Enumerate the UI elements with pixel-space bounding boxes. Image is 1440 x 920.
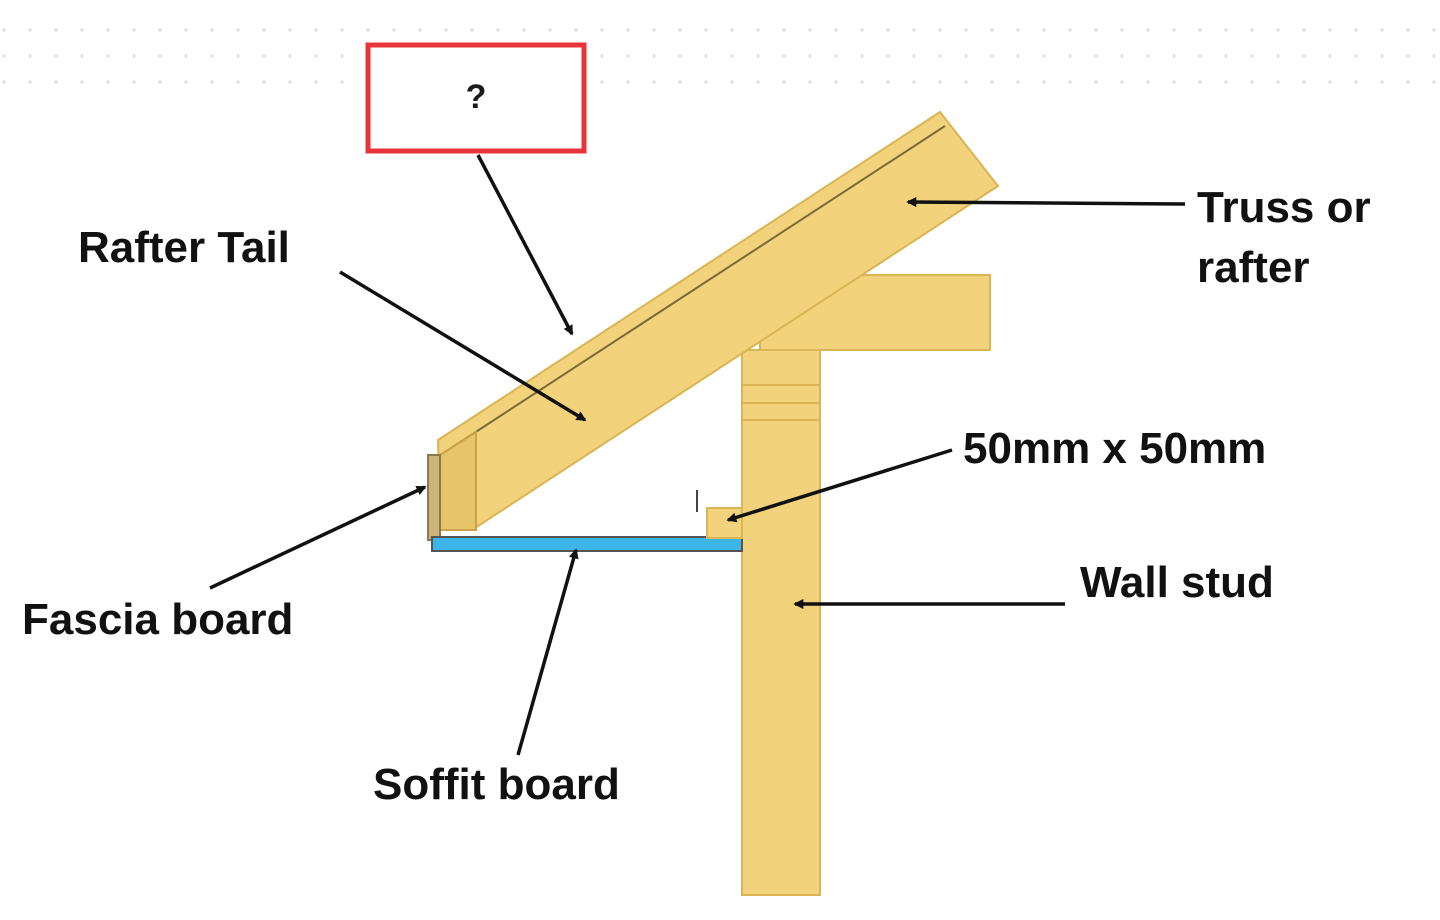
- question-arrow: [476, 154, 574, 336]
- rafter-tail-arrow: [339, 270, 587, 422]
- label-wall-stud: Wall stud: [1080, 558, 1274, 607]
- soffit-board: [431, 536, 743, 552]
- sheathing-line: [444, 125, 946, 453]
- dotted-background: [0, 25, 1440, 100]
- truss-arrow: [906, 197, 1186, 208]
- wall-stud: [741, 349, 821, 896]
- label-block-size: 50mm x 50mm: [963, 424, 1266, 473]
- soffit-arrow: [516, 548, 579, 756]
- question-mark: ?: [466, 78, 487, 116]
- label-truss-line2: rafter: [1197, 243, 1310, 292]
- fascia-arrow: [209, 485, 427, 590]
- block-50x50: [706, 507, 743, 539]
- label-fascia-board: Fascia board: [22, 595, 293, 644]
- label-truss-line1: Truss or: [1197, 183, 1371, 232]
- fascia-board: [427, 454, 441, 541]
- question-box: [365, 42, 587, 154]
- block-arrow: [726, 448, 953, 523]
- label-rafter-tail: Rafter Tail: [78, 223, 290, 272]
- label-soffit-board: Soffit board: [373, 760, 620, 809]
